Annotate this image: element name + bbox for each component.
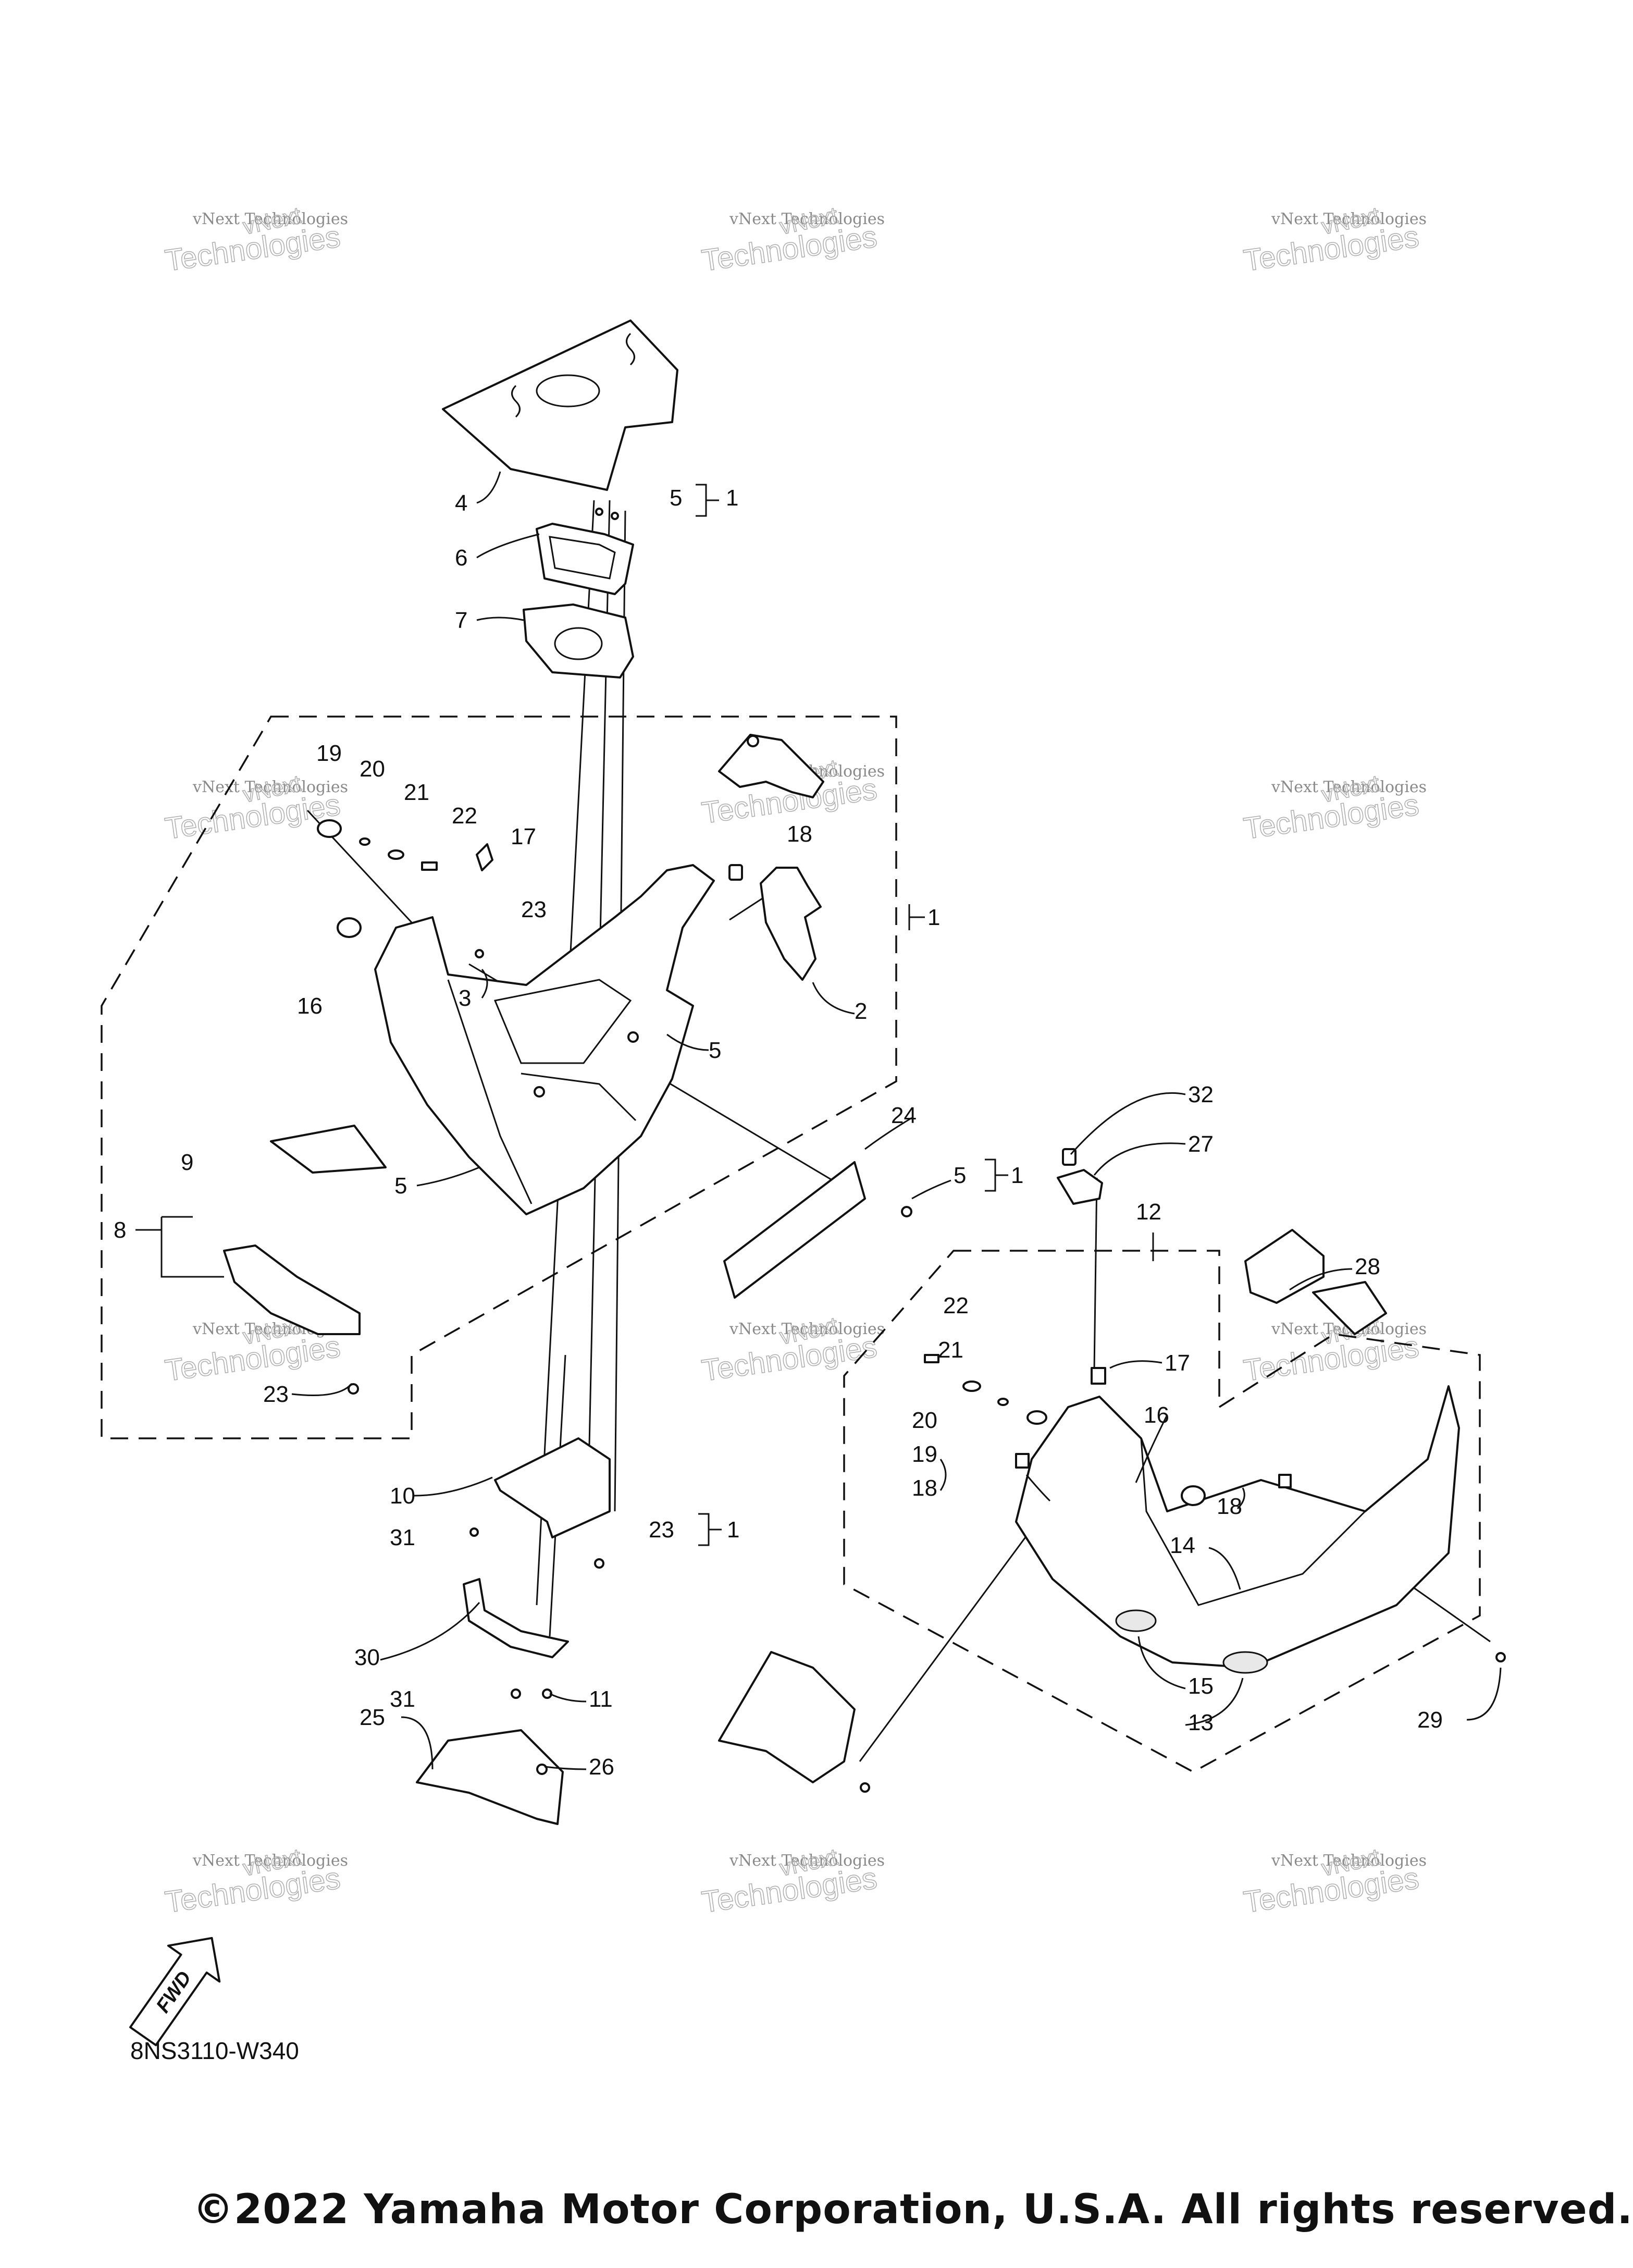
callout-20: 20 [912, 1408, 937, 1433]
callout-16: 16 [297, 993, 323, 1019]
callout-19: 19 [316, 741, 342, 766]
callout-15: 15 [1188, 1673, 1214, 1699]
watermark: vNext Technologies Technologies vNext [1241, 1312, 1427, 1388]
callout-24: 24 [891, 1103, 917, 1128]
callout-5: 5 [394, 1173, 407, 1199]
callout-23: 23 [263, 1382, 289, 1407]
callout-12: 12 [1136, 1199, 1161, 1225]
part-9-pad [270, 1125, 387, 1174]
svg-text:vNext Technologies: vNext Technologies [1271, 210, 1427, 228]
callout-26: 26 [589, 1754, 614, 1780]
watermark: vNext Technologies Technologies vNext [699, 1312, 885, 1388]
part-bracket-upper [718, 734, 824, 798]
watermark: vNext Technologies Technologies vNext [1241, 202, 1427, 278]
callout-8: 8 [114, 1217, 126, 1243]
callout-9: 9 [181, 1150, 193, 1175]
callout-leaders [291, 471, 1502, 1770]
callout-4: 4 [455, 490, 467, 516]
callouts: 4 5 1 6 7 19 20 21 22 17 18 23 1 16 3 2 … [114, 485, 1443, 1780]
assembly-12-boundary [843, 1250, 1481, 1773]
callout-21: 21 [938, 1337, 963, 1363]
callout-6: 6 [455, 545, 467, 571]
part-2-protector [760, 867, 822, 981]
part-10-plate [494, 1437, 611, 1538]
part-8-duct [223, 1244, 361, 1335]
callout-32: 32 [1188, 1082, 1214, 1107]
callout-23: 23 [649, 1517, 674, 1543]
callout-18: 18 [912, 1475, 937, 1501]
svg-text:vNext Technologies: vNext Technologies [729, 1852, 885, 1870]
callout-22: 22 [452, 803, 477, 829]
callout-31: 31 [390, 1686, 415, 1712]
part-7-plate [523, 603, 634, 679]
fastener-group-right [924, 1354, 1506, 1662]
callout-23: 23 [521, 897, 547, 922]
callout-5: 5 [709, 1038, 721, 1063]
callout-11: 11 [589, 1686, 613, 1712]
callout-30: 30 [354, 1645, 380, 1670]
diagram-code: 8NS3110-W340 [130, 2037, 299, 2064]
callout-20: 20 [360, 756, 385, 782]
callout-28: 28 [1355, 1254, 1380, 1279]
callout-14: 14 [1170, 1533, 1195, 1558]
svg-text:vNext Technologies: vNext Technologies [192, 1852, 348, 1870]
part-28-footrest [1244, 1229, 1387, 1335]
svg-text:vNext Technologies: vNext Technologies [1271, 778, 1427, 796]
watermark: vNext Technologies Technologies vNext [163, 202, 348, 278]
callout-18: 18 [787, 821, 812, 847]
callout-7: 7 [455, 608, 467, 633]
fwd-arrow: FWD [129, 1937, 221, 2047]
part-6-gasket [536, 523, 634, 595]
watermark: vNext Technologies Technologies vNext [699, 1844, 885, 1920]
callout-16: 16 [1144, 1402, 1169, 1428]
callout-1: 1 [727, 1517, 739, 1543]
callout-31: 31 [390, 1525, 415, 1550]
watermark: vNext Technologies Technologies vNext [1241, 1844, 1427, 1920]
callout-10: 10 [390, 1483, 415, 1509]
callout-27: 27 [1188, 1131, 1214, 1157]
callout-18: 18 [1217, 1494, 1242, 1519]
assembly-1-boundary [101, 716, 897, 1439]
svg-text:vNext Technologies: vNext Technologies [192, 210, 348, 228]
part-25-under-cover [416, 1729, 564, 1825]
part-14-side-cowling [1015, 1385, 1460, 1674]
callout-1: 1 [1011, 1163, 1023, 1188]
svg-text:vNext Technologies: vNext Technologies [1271, 1852, 1427, 1870]
small-fasteners [348, 508, 912, 1793]
callout-19: 19 [912, 1441, 937, 1467]
callout-29: 29 [1417, 1707, 1443, 1733]
copyright-notice: ©2022 Yamaha Motor Corporation, U.S.A. A… [193, 2186, 1633, 2233]
svg-text:vNext Technologies: vNext Technologies [729, 210, 885, 228]
watermark: vNext Technologies Technologies vNext [699, 202, 885, 278]
callout-5: 5 [670, 485, 682, 511]
svg-text:vNext Technologies: vNext Technologies [192, 778, 348, 796]
svg-text:vNext Technologies: vNext Technologies [729, 1320, 885, 1338]
callout-22: 22 [943, 1293, 969, 1318]
part-30-bracket [463, 1578, 569, 1658]
callout-1: 1 [927, 905, 940, 930]
watermark: vNext Technologies Technologies vNext [1241, 770, 1427, 846]
part-4-heat-shield [442, 319, 678, 491]
callout-3: 3 [459, 985, 471, 1011]
part-lower-bracket [718, 1651, 856, 1783]
fastener-group-upper-left [317, 819, 493, 938]
part-24-cover [723, 1161, 866, 1299]
callout-17: 17 [1165, 1350, 1190, 1376]
callout-25: 25 [360, 1705, 385, 1730]
callout-17: 17 [511, 824, 536, 849]
callout-5: 5 [954, 1163, 966, 1188]
part-18-nut [728, 864, 743, 881]
part-3-front-cowling [374, 864, 715, 1215]
watermark: vNext Technologies Technologies vNext [163, 1844, 348, 1920]
callout-2: 2 [855, 999, 867, 1024]
part-27-bracket [1057, 1169, 1103, 1205]
callout-21: 21 [404, 780, 429, 805]
callout-1: 1 [726, 485, 738, 511]
group-brackets [135, 484, 1154, 1546]
